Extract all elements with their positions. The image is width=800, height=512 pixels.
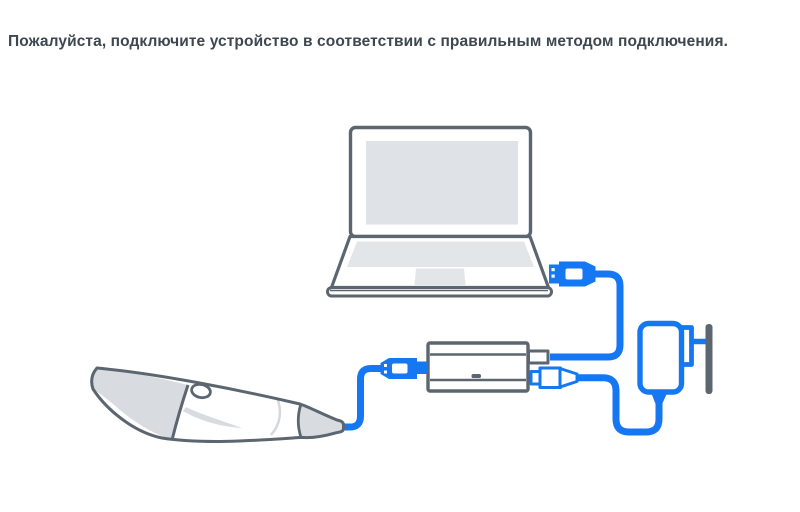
scanner-button — [190, 382, 212, 400]
power-cable — [576, 374, 663, 436]
usb-plug-window — [565, 268, 583, 280]
scanner-head-divider — [170, 384, 190, 441]
scanner-head — [91, 368, 188, 440]
hub-led — [471, 374, 481, 378]
usb-plug-metal — [549, 264, 560, 284]
usb-hub-illustration — [426, 341, 550, 393]
intraoral-scanner-illustration — [90, 366, 345, 443]
scanner-usb-cable — [344, 365, 382, 431]
dc-plug-boot — [558, 367, 579, 389]
hub-usb-port-tab — [527, 349, 550, 365]
usb-plug-metal — [417, 361, 428, 374]
scanner-crease — [270, 397, 282, 436]
laptop-bottom-edge — [326, 286, 553, 298]
usb-cable-laptop-hub — [550, 270, 624, 361]
hub-body — [426, 341, 530, 393]
usb-plug-window — [392, 363, 408, 374]
usb-plug-pin-hole — [551, 268, 555, 272]
usb-plug-pin-hole — [551, 274, 555, 278]
usb-plug-pin-hole — [384, 364, 387, 367]
usb-plug-pin-hole — [384, 370, 387, 374]
usb-plug-hub-icon — [380, 358, 428, 379]
laptop-trackpad — [414, 268, 466, 285]
laptop-keyboard — [347, 241, 534, 267]
dc-plug-icon — [529, 366, 579, 389]
page-title: Пожалуйста, подключите устройство в соот… — [8, 33, 728, 50]
laptop-illustration — [326, 125, 553, 298]
wall-outlet — [705, 324, 713, 394]
adapter-body — [637, 320, 685, 395]
scanner-tail-funnel — [298, 404, 344, 438]
scanner-funnel-edge — [296, 403, 303, 438]
scanner-shading — [183, 407, 242, 428]
adapter-strain-relief — [650, 391, 668, 407]
laptop-screen — [366, 141, 518, 225]
power-adapter-illustration — [637, 320, 706, 407]
usb-plug-laptop-icon — [549, 261, 596, 287]
